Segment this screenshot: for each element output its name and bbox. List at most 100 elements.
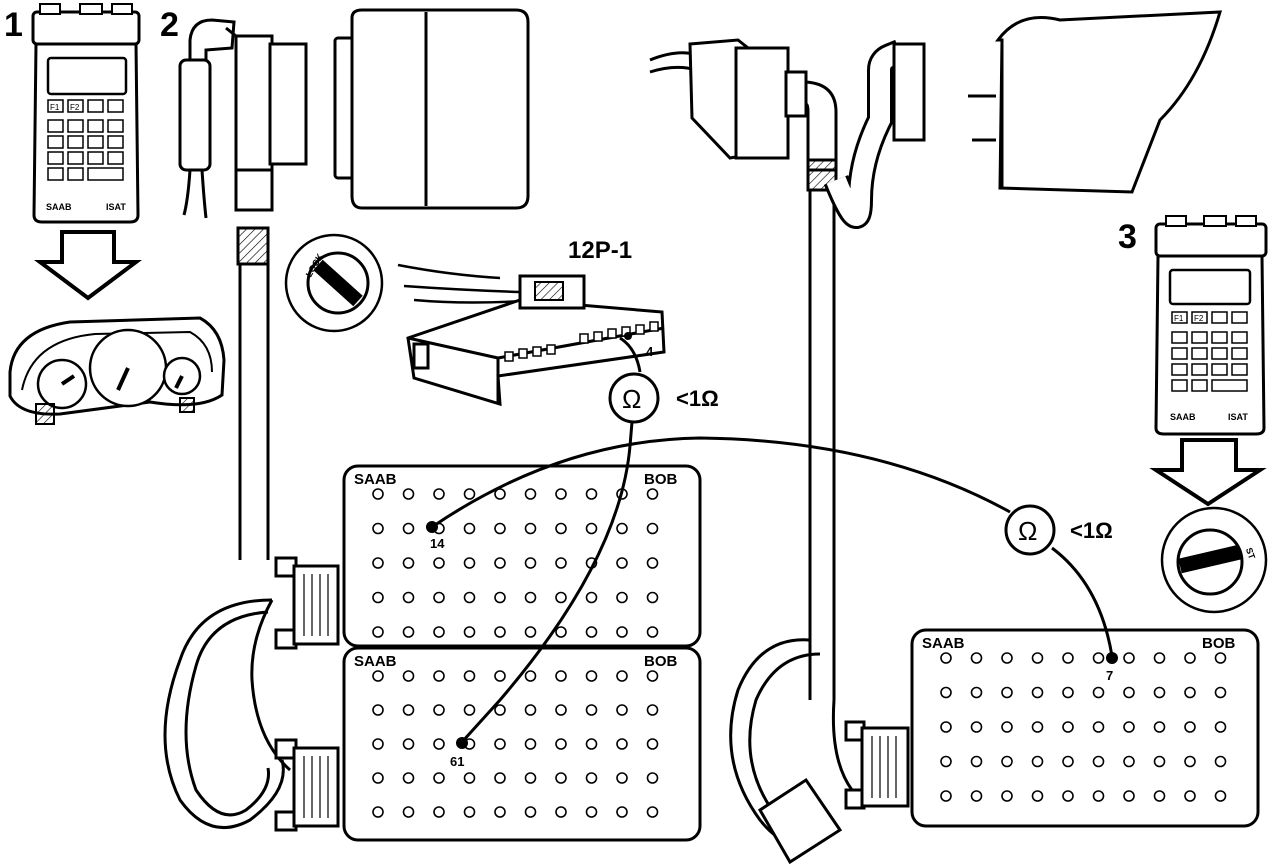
bob-socket [463,557,476,569]
bob-socket [402,704,415,716]
bob-socket [1031,790,1044,802]
ignition-start-label: ST [1244,546,1258,561]
ohm-symbol-1: Ω [622,384,641,414]
bob-socket [1031,721,1044,733]
bob-socket [585,772,598,784]
bob-socket [402,488,415,500]
bob-socket [433,670,445,682]
bob-socket [372,704,384,716]
isat-tester-right: F1 F2 SAAB ISAT [1154,215,1268,436]
bob-socket [494,488,506,500]
bob-socket [585,806,598,818]
step-number-1: 1 [4,6,23,44]
bob-socket [970,755,983,768]
bob-socket [433,626,445,638]
bob-socket [372,557,384,569]
bob-brand: SAAB [922,635,965,652]
bob-socket [1214,686,1227,699]
tester-right-model: ISAT [1228,412,1248,422]
bob-socket [646,704,659,716]
bob-socket [585,488,598,500]
probe-point-7 [1106,652,1118,664]
connector-pin-label: 4 [646,344,654,359]
bob-socket [524,806,537,818]
bob-socket [433,704,445,716]
bob-socket [940,721,952,733]
bob-socket [524,488,537,500]
bob-socket [494,626,506,638]
bob-socket [463,772,476,784]
bob-socket [1031,652,1044,664]
ohmmeter-1: Ω <1Ω [608,336,719,447]
bob-socket [433,738,445,750]
bob-socket [970,686,983,699]
bob-socket [402,626,415,638]
step-number-3: 3 [1118,218,1137,256]
bob-socket [402,772,415,784]
bob-socket [970,790,983,802]
bob-socket [463,670,476,682]
bob-socket [555,738,567,750]
ecu-module [333,8,530,210]
bob-socket [1184,755,1196,768]
bob-socket [372,591,384,604]
bob-label: BOB [644,653,678,670]
bob-socket [1123,790,1135,802]
bob-socket [646,772,659,784]
bob-socket [1184,790,1196,802]
bob-socket [616,557,628,569]
bob-socket [463,704,476,716]
bob-socket [372,670,384,682]
bob-socket [524,522,537,535]
bob-socket [402,591,415,604]
down-arrow-icon-right [1149,438,1267,507]
bob-socket [1092,755,1105,768]
bob-socket [1001,755,1013,768]
bob-socket [402,557,415,569]
bob-socket [494,704,506,716]
bob-socket [1153,755,1166,768]
bob-socket [555,704,567,716]
tester-right-key-f2: F2 [1194,314,1204,323]
bob-socket [1062,686,1074,699]
bob-socket [646,626,659,638]
adapter-cable-left [178,18,308,560]
bob-socket [433,557,445,569]
bob-socket [616,806,628,818]
bob-socket [1214,755,1227,768]
bob-socket [494,591,506,604]
bob-brand: SAAB [354,471,397,488]
bob-socket [555,591,567,604]
bob-pin-label: 7 [1106,668,1113,683]
bob-socket [555,557,567,569]
bob-socket [524,772,537,784]
bob-socket [524,670,537,682]
bob-socket [585,670,598,682]
bob-socket [463,591,476,604]
bob-socket [1123,721,1135,733]
bob-socket [1123,686,1135,699]
bob-socket [494,806,506,818]
bob-socket [555,670,567,682]
bob-socket [970,721,983,733]
bob-socket [402,806,415,818]
bob-socket [616,626,628,638]
bob-socket [646,738,659,750]
bob-socket [463,806,476,818]
bob-socket [616,670,628,682]
bob-socket [1214,790,1227,802]
bob-socket [494,670,506,682]
bob-frame [342,464,702,648]
bob-socket [970,652,983,664]
bob-cable-left [163,556,340,832]
bob-socket [940,686,952,699]
tester-key-f1: F1 [50,103,60,112]
bob-socket [463,626,476,638]
ignition-start: ST [1160,506,1268,614]
bob-socket [524,738,537,750]
bob-socket [372,738,384,750]
bob-socket [1001,686,1013,699]
